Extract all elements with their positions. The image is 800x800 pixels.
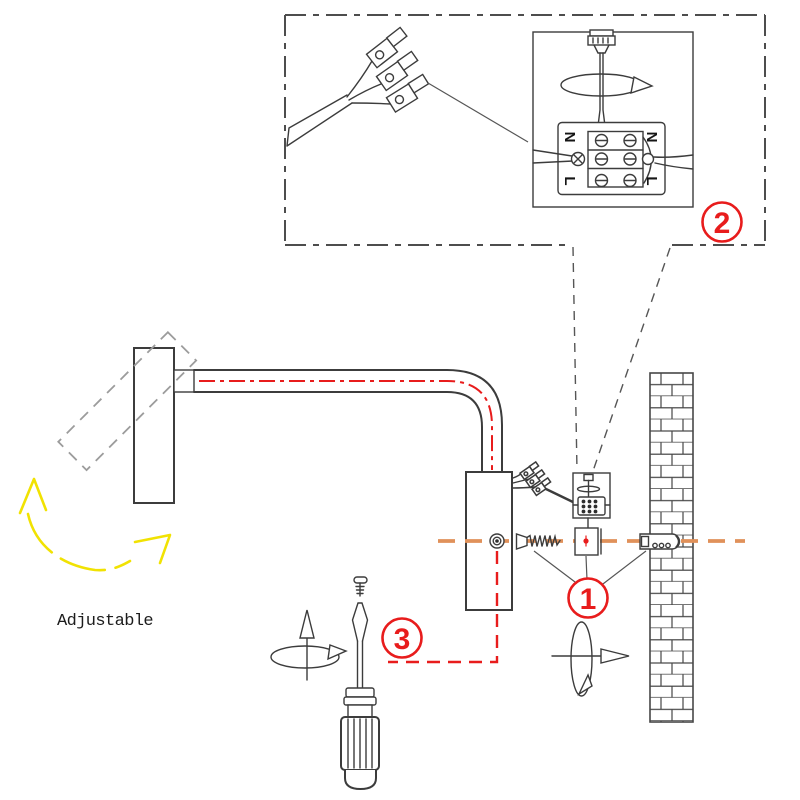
rotation-arrow-icon: [560, 73, 654, 97]
junction-box-small: [572, 472, 611, 529]
lamp-head-joint: [173, 369, 195, 393]
step1-leader-lines: [533, 550, 647, 588]
screwdriver-rotation-icon: [270, 609, 348, 681]
step-3-badge: 3: [381, 617, 423, 659]
svg-text:3: 3: [394, 623, 411, 656]
step-1-badge: 1: [567, 577, 609, 619]
terminal-label-n-left: N: [561, 132, 578, 143]
mounting-screw: [515, 533, 561, 550]
fixing-section: 3: [270, 551, 499, 791]
bracket-wires: [512, 461, 577, 505]
callout-leader-lines: [572, 246, 671, 472]
lamp-assembly: [57, 330, 503, 504]
wiring-detail-callout: N L N L 2: [284, 14, 766, 472]
callout-border: [284, 14, 766, 246]
adjustable-label: Adjustable: [57, 612, 153, 631]
screw-rotation-icon: [551, 621, 630, 697]
terminal-label-n-right: N: [643, 132, 660, 143]
adjust-arrowhead-right: [133, 533, 172, 565]
mains-cable: [286, 26, 433, 147]
junction-detail-box: N L N L: [532, 29, 694, 208]
mounting-section: 1: [438, 461, 745, 697]
lamp-head: [133, 347, 175, 504]
cable-leader-line: [427, 82, 529, 143]
svg-text:2: 2: [714, 207, 731, 240]
mounting-plate: [574, 527, 602, 556]
svg-text:1: 1: [580, 583, 597, 616]
plate-center-mark: [583, 538, 589, 544]
adjust-arrowhead-up: [18, 477, 48, 515]
adjustable-annotation: Adjustable: [18, 477, 172, 631]
lamp-arm: [193, 369, 503, 473]
terminal-label-l-right: L: [643, 176, 660, 185]
wire-centerline: [199, 380, 493, 470]
screwdriver-icon: [340, 602, 380, 791]
terminal-block: N L N L: [532, 121, 694, 196]
terminal-screws: [570, 133, 655, 188]
step-2-badge: 2: [701, 201, 743, 243]
terminal-label-l-left: L: [561, 176, 578, 185]
adjust-arc: [26, 512, 132, 572]
wall-anchor: [639, 533, 681, 550]
screw-path: [388, 551, 499, 664]
small-screw-icon: [353, 576, 368, 597]
mini-terminal-screws: [581, 499, 598, 514]
bracket-screw-hole: [489, 533, 505, 549]
lamp-head-ghost: [57, 330, 198, 472]
